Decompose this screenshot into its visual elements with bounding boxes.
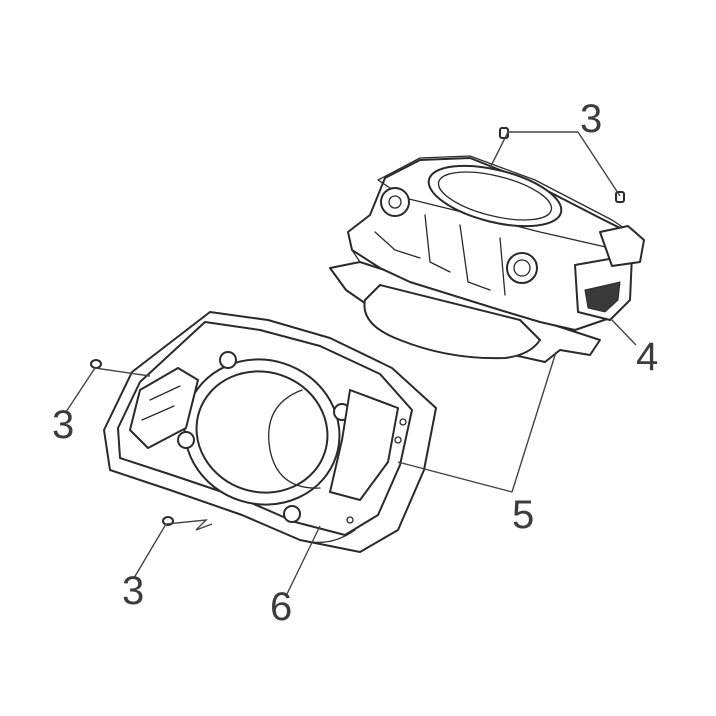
gasket-chain-opening bbox=[329, 389, 399, 501]
leader-6 bbox=[285, 525, 321, 597]
dowel-pin bbox=[90, 359, 102, 369]
cylinder-boss-left bbox=[380, 187, 410, 217]
part-4-tensioner bbox=[599, 225, 645, 267]
gasket-small-hole bbox=[346, 516, 354, 524]
cam-chain-tunnel-shade bbox=[584, 281, 621, 313]
cylinder-rib bbox=[351, 249, 361, 263]
callout-3-top: 3 bbox=[580, 97, 602, 141]
cylinder-liner bbox=[363, 284, 541, 360]
leader-3-left-lower bbox=[133, 519, 213, 579]
cylinder-block bbox=[329, 127, 645, 363]
dowel-pin bbox=[615, 191, 625, 203]
cylinder-boss-left-hole bbox=[388, 195, 402, 209]
gasket-bore-ring-inner bbox=[195, 370, 329, 494]
gasket-small-hole bbox=[399, 418, 407, 426]
cylinder-rib bbox=[374, 231, 421, 259]
cylinder-rib bbox=[499, 237, 506, 296]
cylinder-rib bbox=[424, 214, 451, 273]
leader-3-top-right bbox=[577, 131, 621, 197]
head-gasket-assembly bbox=[90, 311, 437, 553]
gasket-small-hole bbox=[394, 436, 402, 444]
bolt-hole bbox=[283, 505, 301, 523]
leader-5-upper bbox=[511, 351, 557, 493]
gasket-left-port bbox=[129, 367, 199, 449]
cylinder-bore-inner bbox=[437, 171, 553, 221]
gasket-left-port-slot bbox=[149, 385, 181, 401]
callout-6: 6 bbox=[270, 585, 292, 629]
callout-3-left-lower: 3 bbox=[122, 569, 144, 613]
cylinder-boss-right bbox=[506, 252, 538, 284]
leader-lines bbox=[65, 131, 637, 597]
leader-3-top-left bbox=[489, 131, 578, 169]
leader-4 bbox=[609, 317, 637, 346]
leader-5-lower bbox=[397, 461, 513, 493]
gasket-left-port-slot bbox=[141, 405, 175, 421]
cylinder-bore-wall bbox=[268, 389, 321, 489]
callout-5: 5 bbox=[512, 493, 534, 537]
cylinder-bore-top bbox=[427, 164, 563, 228]
cylinder-rib bbox=[459, 224, 491, 291]
bolt-hole bbox=[177, 431, 195, 449]
leader-3-left-upper bbox=[65, 367, 151, 413]
bolt-hole bbox=[219, 351, 237, 369]
part-6-seal bbox=[299, 529, 356, 544]
callout-4: 4 bbox=[636, 335, 658, 379]
callout-3-left-upper: 3 bbox=[52, 403, 74, 447]
cylinder-boss-right-hole bbox=[513, 259, 531, 277]
